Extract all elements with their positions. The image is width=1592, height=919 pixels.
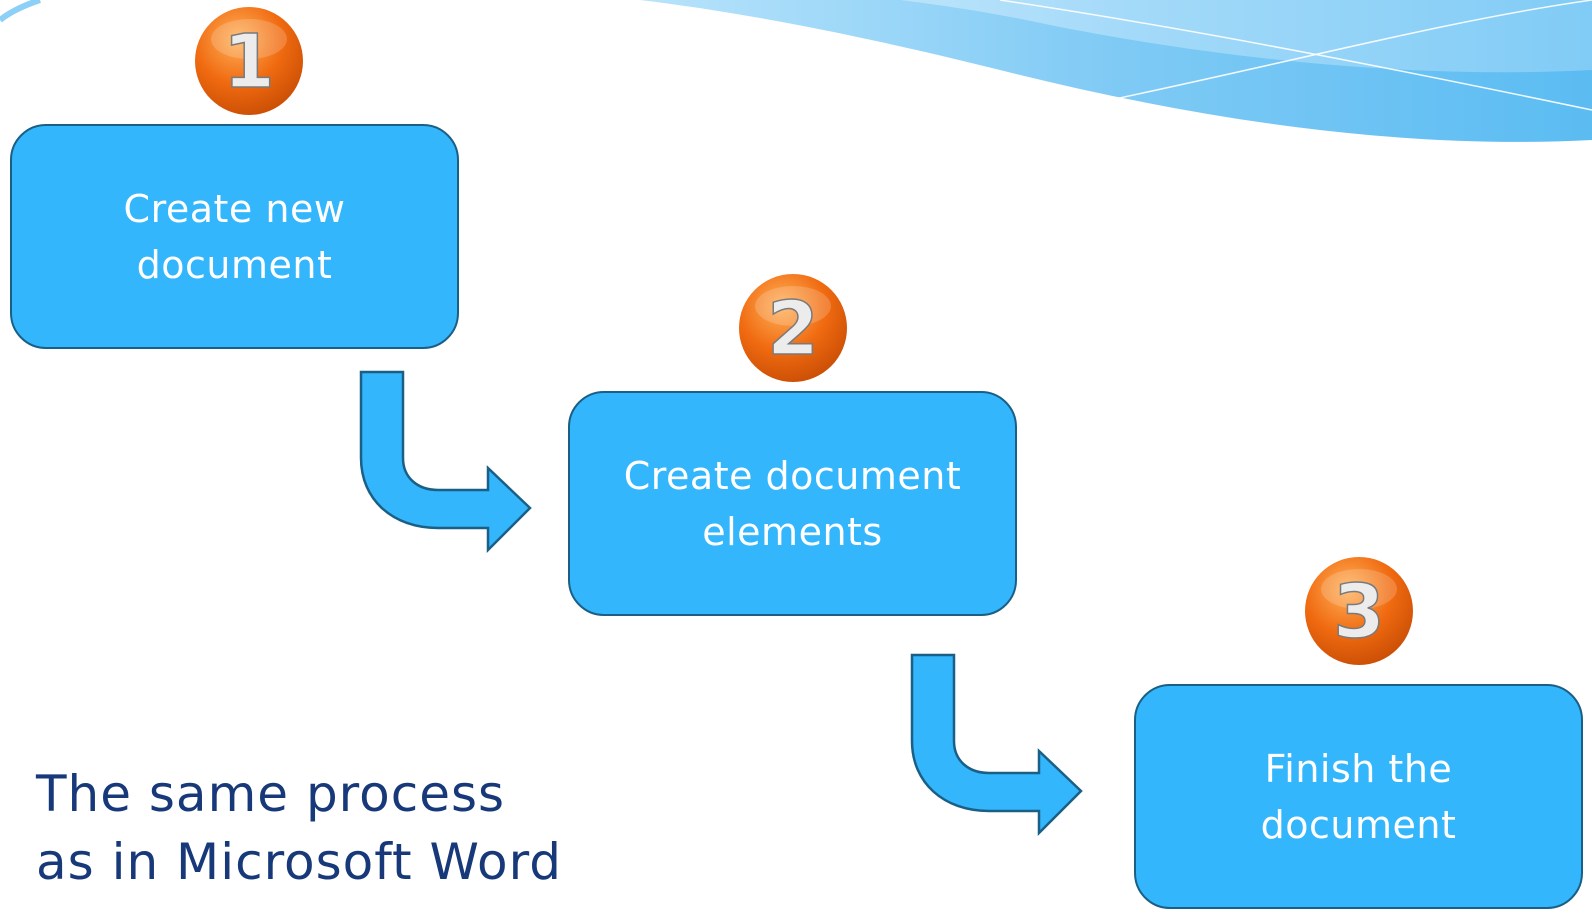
badge-number: 2 [767,286,819,372]
bent-arrow-icon [910,653,1083,837]
step-label: Create document elements [623,453,962,554]
badge-number: 3 [1333,569,1385,655]
step-box-create-document-elements: Create document elements [568,391,1017,616]
step-label: Create new document [123,186,346,287]
bent-arrow-icon [359,370,532,554]
caption-line-1: The same process [36,765,506,823]
caption-text: The same process as in Microsoft Word [36,760,562,896]
step-label: Finish the document [1260,746,1457,847]
caption-line-2: as in Microsoft Word [36,833,563,891]
badge-1-icon: 1 [195,7,303,115]
badge-3-icon: 3 [1305,557,1413,665]
badge-number: 1 [223,19,275,105]
step-box-create-new-document: Create new document [10,124,459,349]
badge-2-icon: 2 [739,274,847,382]
step-box-finish-the-document: Finish the document [1134,684,1583,909]
